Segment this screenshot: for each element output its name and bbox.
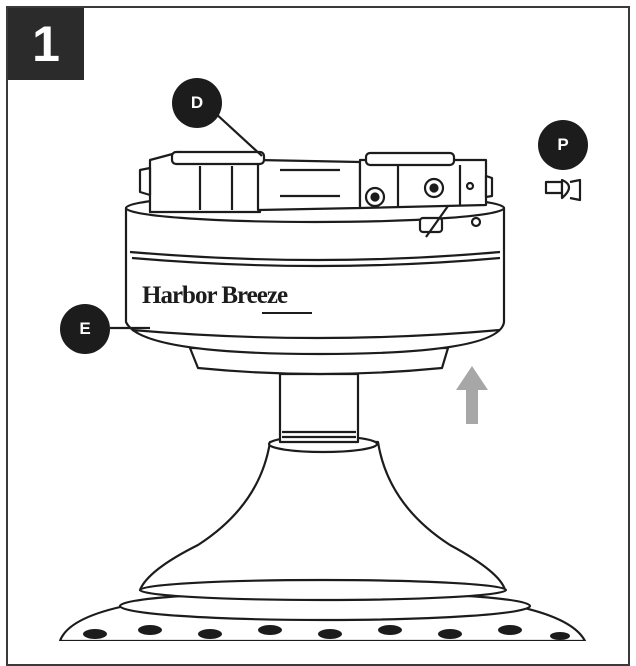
fan-canopy-base: [140, 436, 506, 600]
down-rod: [280, 374, 358, 442]
screw-part: [546, 180, 580, 200]
callout-e: E: [60, 304, 110, 354]
callout-p: P: [538, 120, 588, 170]
mounting-ring: [126, 194, 504, 354]
brand-logo-text: Harbor Breeze: [142, 282, 287, 310]
callout-d-leader: [214, 112, 262, 156]
arrow-up-icon: [456, 366, 488, 424]
callout-d: D: [172, 78, 222, 128]
brand-underline: [262, 312, 312, 314]
step-number-badge: 1: [8, 8, 84, 80]
